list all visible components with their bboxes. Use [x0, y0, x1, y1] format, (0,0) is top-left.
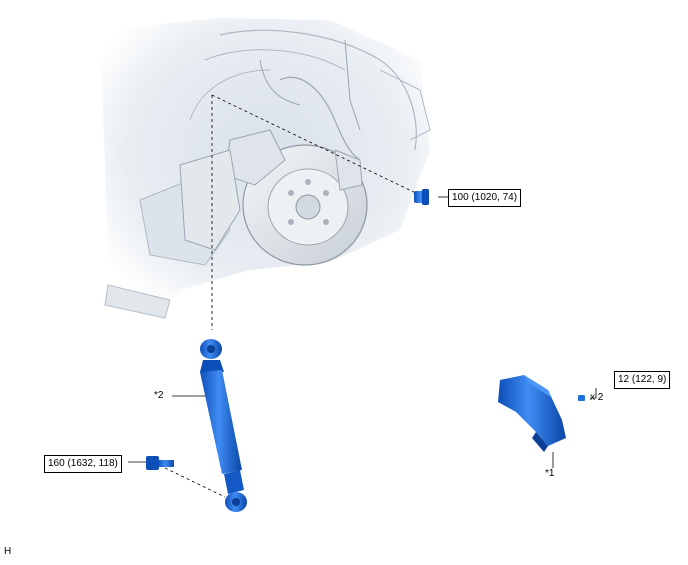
guide-lines [128, 94, 597, 498]
bracket [498, 375, 566, 452]
lower-bolt-torque-callout: 160 (1632, 118) [44, 455, 122, 473]
lower-mounting-bolt [146, 456, 174, 470]
bracket-bolt-torque-callout: 12 (122, 9) [614, 371, 671, 389]
vehicle-suspension-background [100, 18, 431, 320]
bracket-bolt [578, 395, 585, 401]
bracket-label: *1 [545, 468, 555, 479]
strut-mounting-bolt [414, 189, 429, 205]
strut-bolt-torque-callout: 100 (1020, 74) [448, 189, 522, 207]
bracket-bolt-quantity: x 2 [590, 392, 604, 403]
shock-absorber-label: *2 [154, 390, 164, 401]
corner-mark: H [4, 546, 12, 557]
shock-absorber [200, 339, 247, 512]
